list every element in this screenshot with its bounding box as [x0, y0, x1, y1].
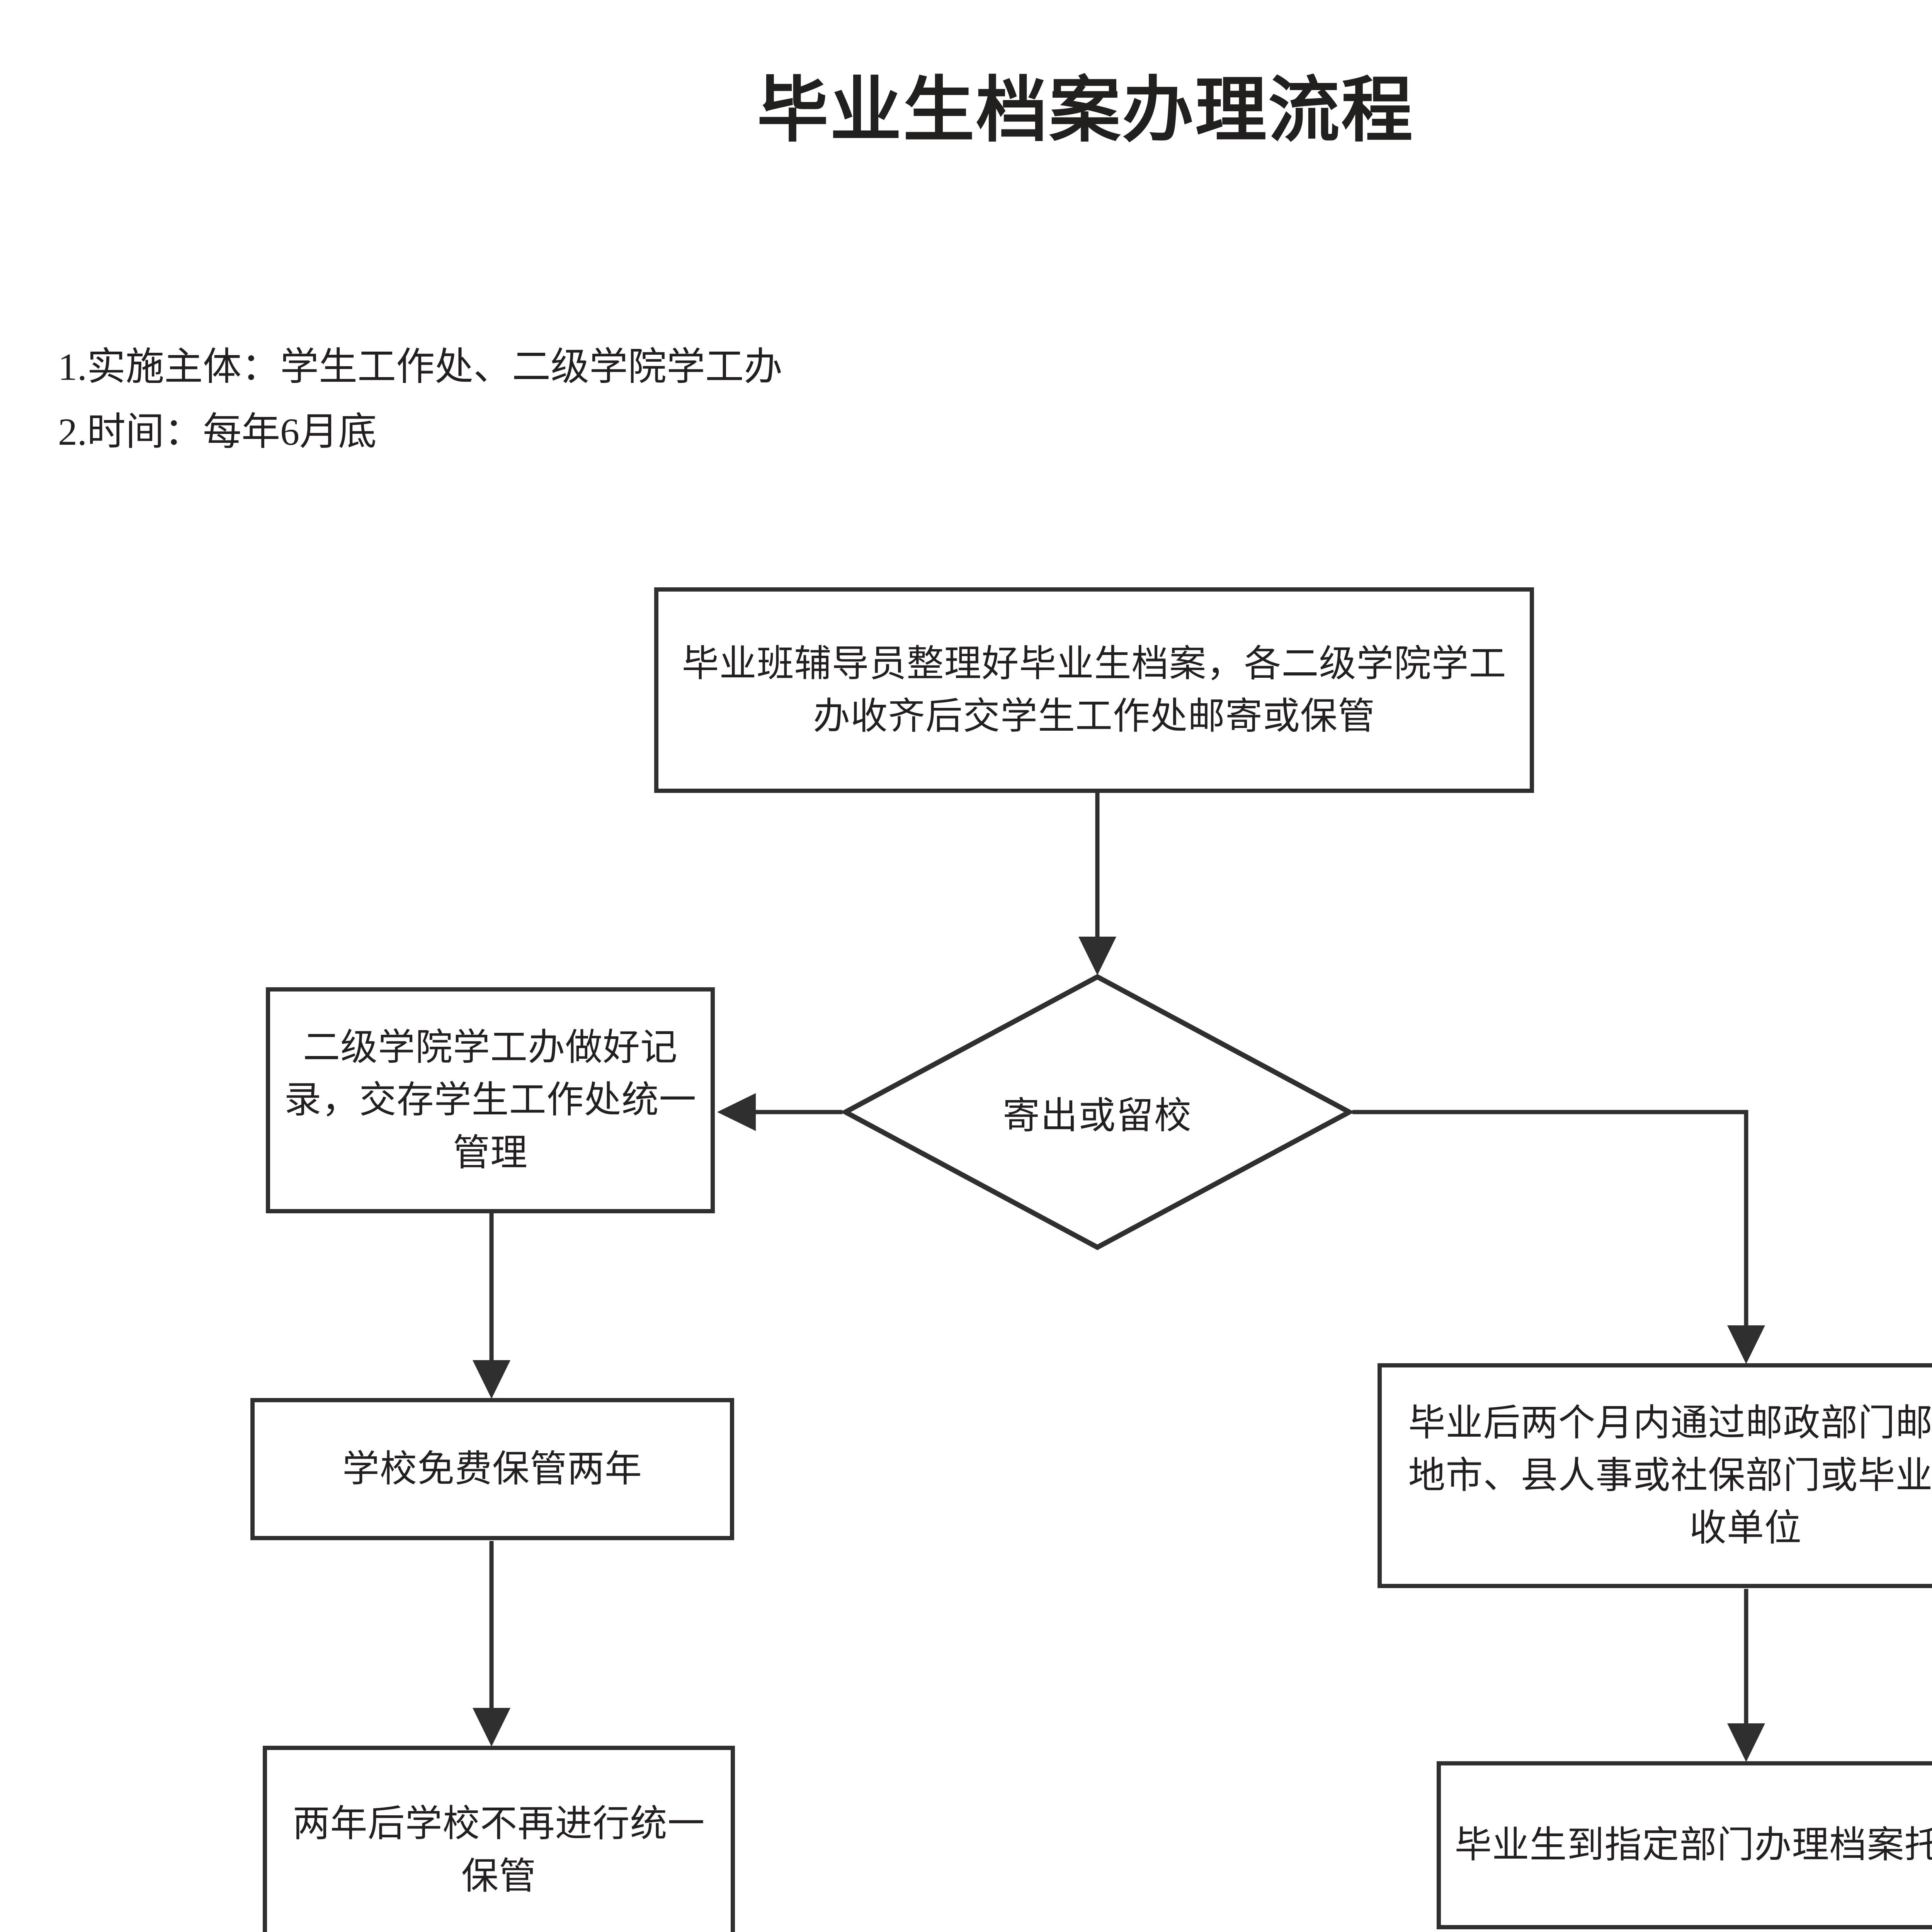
arrowhead-decision-mail — [1727, 1325, 1765, 1364]
decision-diamond-shape — [842, 974, 1352, 1250]
node-handover-procedure-label: 毕业生到指定部门办理档案托管手续 — [1454, 1824, 1932, 1866]
node-mail-to-hometown-label: 毕业后两个月内通过邮政部门邮寄回生源地市、县人事或社保部门或毕业生制定接收单位 — [1408, 1402, 1932, 1549]
arrowhead-collect-decision — [1078, 937, 1116, 975]
arrowhead-free2y-after2y — [473, 1708, 510, 1747]
node-handover-procedure[interactable]: 毕业生到指定部门办理档案托管手续 — [1437, 1761, 1932, 1929]
edge-decision-mail — [1352, 1110, 1748, 1341]
arrowhead-mail-handover — [1727, 1723, 1765, 1762]
node-free-storage-two-years-label: 学校免费保管两年 — [342, 1448, 642, 1490]
node-after-two-years-label: 两年后学校不再进行统一保管 — [293, 1803, 705, 1897]
node-keep-record-label: 二级学院学工办做好记录，交存学生工作处统一管理 — [284, 1027, 697, 1173]
node-keep-record[interactable]: 二级学院学工办做好记录，交存学生工作处统一管理 — [266, 987, 715, 1213]
node-after-two-years[interactable]: 两年后学校不再进行统一保管 — [263, 1746, 735, 1932]
page-title: 毕业生档案办理流程 — [757, 71, 1414, 150]
arrowhead-decision-keep — [717, 1093, 756, 1131]
node-collect-archives-label: 毕业班辅导员整理好毕业生档案，各二级学院学工办收齐后交学生工作处邮寄或保管 — [682, 643, 1507, 737]
arrowhead-keep-free2y — [473, 1360, 510, 1399]
meta-line-time: 2.时间：每年6月底 — [58, 410, 377, 453]
node-collect-archives[interactable]: 毕业班辅导员整理好毕业生档案，各二级学院学工办收齐后交学生工作处邮寄或保管 — [654, 587, 1534, 793]
node-free-storage-two-years[interactable]: 学校免费保管两年 — [250, 1398, 734, 1540]
node-decision-send-or-keep[interactable]: 寄出或留校 — [842, 974, 1352, 1250]
node-decision-send-or-keep-label: 寄出或留校 — [1003, 1095, 1192, 1136]
meta-line-subject: 1.实施主体：学生工作处、二级学院学工办 — [58, 345, 782, 388]
node-mail-to-hometown[interactable]: 毕业后两个月内通过邮政部门邮寄回生源地市、县人事或社保部门或毕业生制定接收单位 — [1378, 1363, 1932, 1588]
